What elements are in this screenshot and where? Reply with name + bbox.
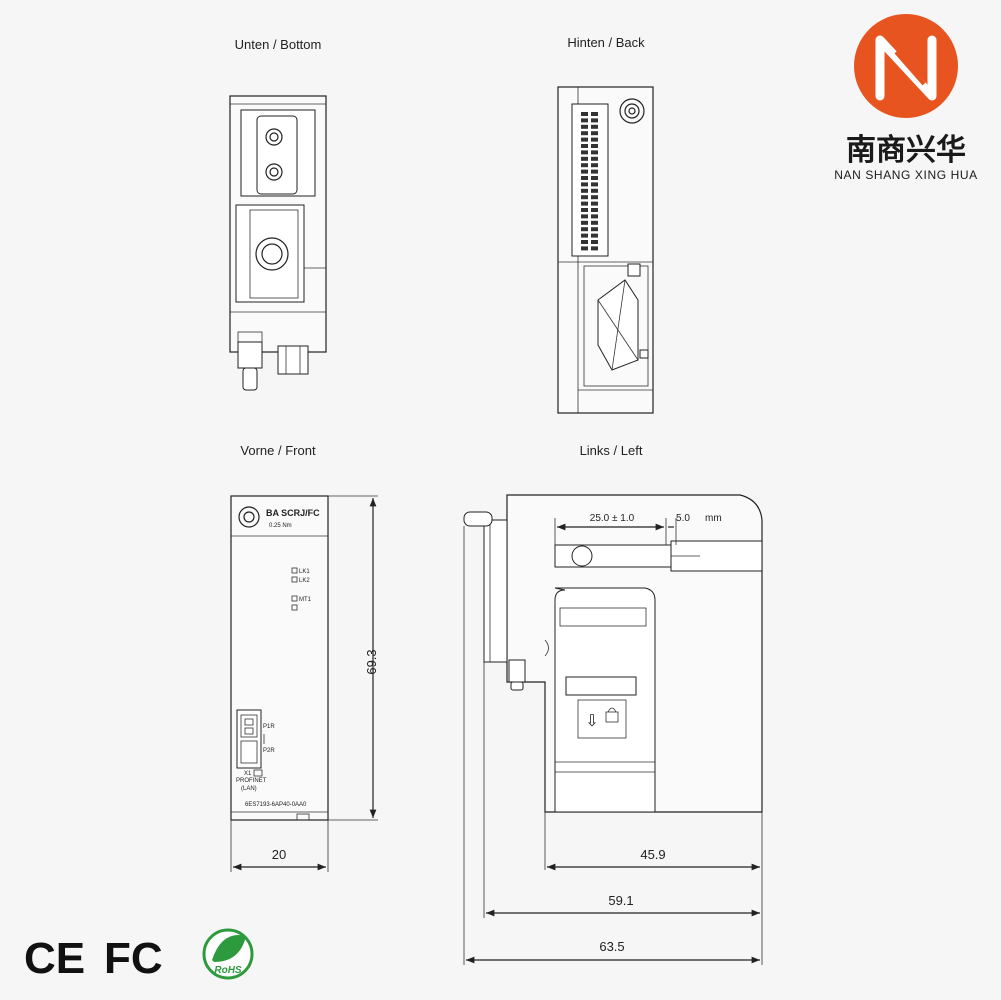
connector-pin [591,208,598,212]
dim-front-height: 69.3 [364,649,379,674]
back-view [557,86,654,414]
connector-pin [581,150,588,155]
connector-pin [591,240,598,244]
connector-pin [581,188,588,193]
connector-pin [591,169,598,174]
connector-pin [581,240,588,244]
dim-left-45: 45.9 [640,847,665,862]
view-title-front: Vorne / Front [240,443,316,458]
front-view: BA SCRJ/FC 0.25 Nm LK1 LK2 MT1 P1R P2R X… [230,495,329,821]
dim-left-59: 59.1 [608,893,633,908]
rohs-label: RoHS [214,965,242,976]
order-number: 6ES7193-6AP40-0AA0 [245,802,307,808]
connector-pin [581,220,588,225]
connector-pin [591,112,598,116]
device-label: BA SCRJ/FC [266,508,320,518]
connector-pin [581,144,588,148]
connector-pin [581,176,588,180]
brand-logo-en: NAN SHANG XING HUA [834,168,978,182]
dim-left-63: 63.5 [599,939,624,954]
strip-end-label: 5.0 [676,513,690,524]
brand-logo-cn: 南商兴华 [846,133,966,168]
led-label-lk1: LK1 [299,569,310,575]
view-title-left: Links / Left [580,443,643,458]
view-title-bottom: Unten / Bottom [235,37,322,52]
connector-pin [581,233,588,238]
port-label-lan: (LAN) [241,786,257,792]
connector-pin [591,156,598,161]
connector-pin [581,124,588,129]
connector-pin [581,227,588,232]
connector-pin [591,220,598,225]
push-down-icon: ⇩ [585,711,598,730]
connector-pin [591,182,598,187]
connector-pin [591,201,598,206]
strip-unit: mm [705,513,722,524]
led-lk1 [291,567,298,574]
connector-pin [581,182,588,187]
torque-label: 0.25 Nm [269,523,292,529]
led-label-lk2: LK2 [299,578,310,584]
connector-pin [591,176,598,180]
dim-front-width: 20 [272,847,286,862]
screw-icon [238,506,260,528]
connector-pin [581,169,588,174]
brand-logo: 南商兴华 NAN SHANG XING HUA [834,14,978,182]
connector-pin [581,163,588,168]
certifications: CE FC RoHS [24,928,254,983]
connector-pin [591,118,598,123]
connector-pin [581,201,588,206]
connector-pin [581,195,588,200]
fcc-mark: FC [104,934,163,983]
connector-pin [591,150,598,155]
front-dimensions: 69.3 20 [230,495,379,872]
ce-mark: CE [24,934,85,983]
connector-pin [591,163,598,168]
left-view: 25.0 ± 1.0 5.0 mm SIEMENS ⇩ [463,494,763,813]
port-label-p1r: P1R [263,724,275,730]
connector-pin [591,246,598,251]
connector-pin [591,188,598,193]
connector-pin [591,131,598,136]
brand-label: SIEMENS [578,682,623,693]
lock-icon [605,711,619,723]
port-label-x1: X1 [244,771,252,777]
connector-pin [581,137,588,142]
connector-pin [581,246,588,251]
connector-pin [591,195,598,200]
connector-pin [581,214,588,219]
port-label-p2r: P2R [263,748,275,754]
bottom-view [229,95,327,391]
connector-pin [591,214,598,219]
connector-pin [591,227,598,232]
led-mt1 [291,595,298,602]
connector-pin [591,144,598,148]
connector-pin [581,112,588,116]
strip-length-label: 25.0 ± 1.0 [590,513,635,524]
connector-pin [581,208,588,212]
led-label-mt1: MT1 [299,597,312,603]
left-dimensions: 45.9 59.1 63.5 [463,526,763,965]
connector-pin [591,233,598,238]
connector-pin [581,118,588,123]
connector-pin [591,124,598,129]
view-title-back: Hinten / Back [567,35,645,50]
connector-pin [581,156,588,161]
connector-pin [591,137,598,142]
connector-pin [581,131,588,136]
led-lk2 [291,576,298,583]
port-label-profinet: PROFINET [236,778,267,784]
